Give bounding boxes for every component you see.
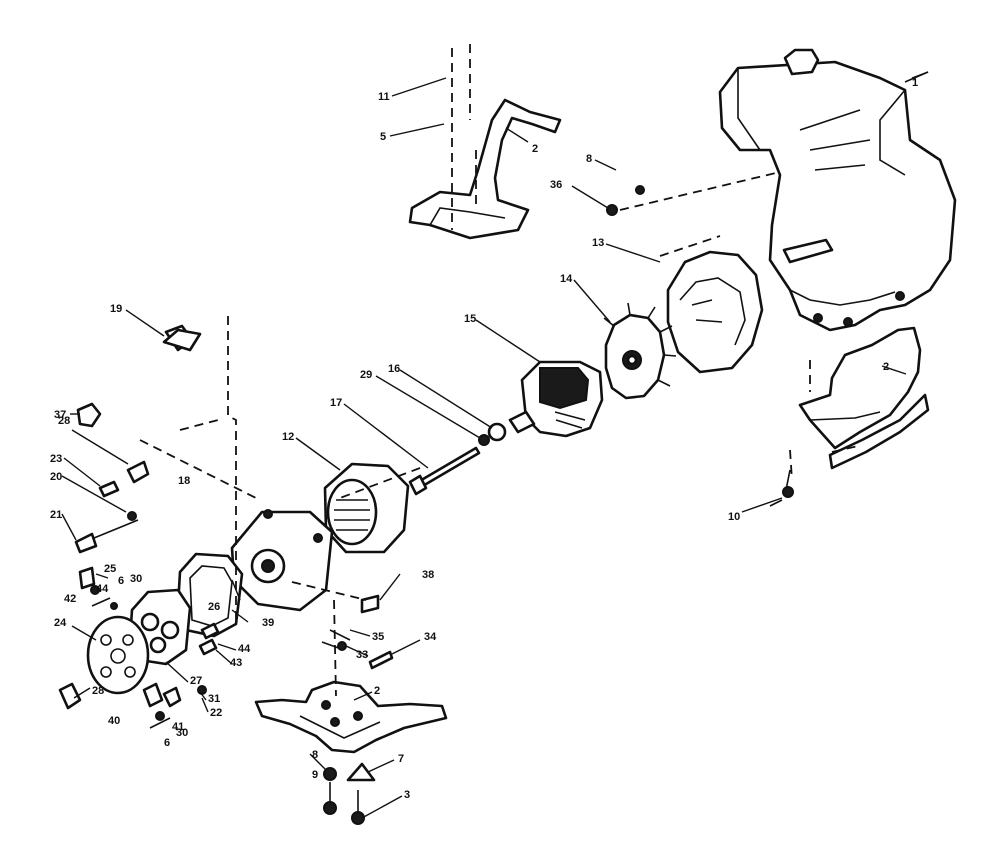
callout-label: 8 <box>312 749 318 761</box>
tag-part <box>162 328 202 352</box>
callout-label: 44 <box>238 643 251 655</box>
callout-label: 28 <box>92 685 104 697</box>
callout-label: 23 <box>50 453 62 465</box>
top-bracket-part <box>408 98 562 240</box>
callout-label: 3 <box>404 789 410 801</box>
callout-label: 6 <box>164 737 170 749</box>
callout-label: 35 <box>372 631 384 643</box>
callout-label: 38 <box>422 569 434 581</box>
leader-lines <box>61 71 929 819</box>
callout-label: 7 <box>398 753 404 765</box>
callout-label: 21 <box>50 509 62 521</box>
bolt-assembly-part <box>408 422 507 496</box>
callout-label: 29 <box>360 369 372 381</box>
callout-label: 39 <box>262 617 274 629</box>
callout-label: 40 <box>108 715 120 727</box>
callout-label: 8 <box>586 153 592 165</box>
callout-label: 2 <box>883 361 889 373</box>
callout-label: 31 <box>208 693 220 705</box>
callout-label: 43 <box>230 657 242 669</box>
callout-labels: 11 5 2 8 36 1 13 14 15 19 16 29 17 12 2 … <box>50 77 918 801</box>
bottom-hardware-part <box>323 762 376 825</box>
callout-label: 26 <box>208 601 220 613</box>
brush-plate-part <box>128 588 192 666</box>
callout-label: 22 <box>210 707 222 719</box>
small-hardware-part <box>58 185 794 729</box>
callout-label: 14 <box>560 273 573 285</box>
callout-label: 16 <box>388 363 400 375</box>
callout-label: 9 <box>312 769 318 781</box>
right-bracket-part <box>798 326 930 470</box>
alignment-lines <box>139 44 859 697</box>
callout-label: 24 <box>54 617 67 629</box>
callout-label: 5 <box>380 131 386 143</box>
callout-label: 13 <box>592 237 604 249</box>
callout-label: 41 <box>172 721 184 733</box>
rotor-part <box>323 462 410 554</box>
callout-label: 34 <box>424 631 437 643</box>
fan-housing-part <box>666 250 764 374</box>
callout-label: 19 <box>110 303 122 315</box>
callout-label: 30 <box>130 573 142 585</box>
stator-part <box>508 360 604 438</box>
end-plate-part <box>176 552 244 638</box>
front-housing-part <box>230 509 334 612</box>
base-bracket-part <box>254 680 448 754</box>
callout-label: 17 <box>330 397 342 409</box>
disc-plate-part <box>86 615 150 695</box>
callout-label: 2 <box>532 143 538 155</box>
callout-label: 33 <box>356 649 368 661</box>
callout-label: 15 <box>464 313 476 325</box>
callout-label: 30 <box>176 727 188 739</box>
flywheel-part <box>603 302 677 400</box>
callout-label: 25 <box>104 563 116 575</box>
callout-label: 42 <box>64 593 76 605</box>
callout-label: 37 <box>54 409 66 421</box>
callout-label: 2 <box>374 685 380 697</box>
callout-label: 10 <box>728 511 740 523</box>
callout-label: 20 <box>50 471 62 483</box>
callout-label: 12 <box>282 431 294 443</box>
callout-label: 11 <box>378 91 390 103</box>
callout-label: 28 <box>58 415 70 427</box>
callout-label: 27 <box>190 675 202 687</box>
callout-label: 1 <box>912 77 918 89</box>
callout-label: 36 <box>550 179 562 191</box>
callout-label: 18 <box>178 475 190 487</box>
callout-label: 6 <box>118 575 124 587</box>
callout-label: 44 <box>96 583 109 595</box>
